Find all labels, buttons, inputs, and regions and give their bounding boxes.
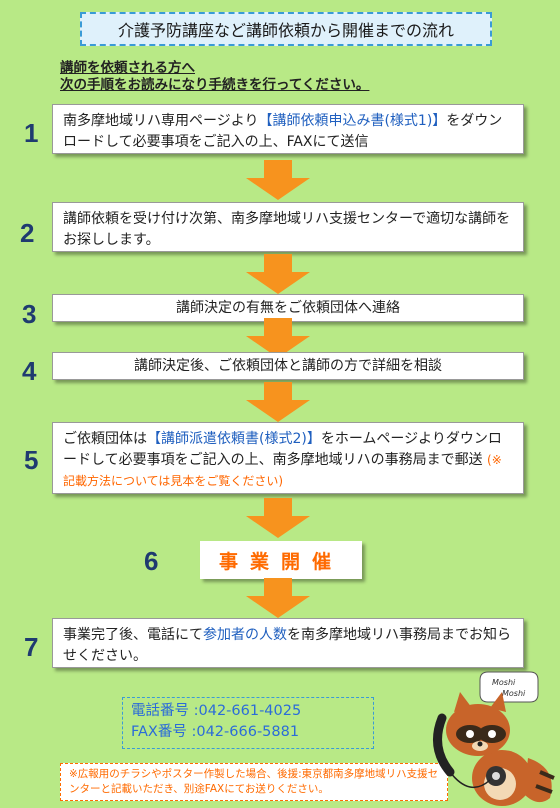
step-5-text-pre: ご依頼団体は xyxy=(63,431,147,447)
svg-text:Moshi: Moshi xyxy=(502,689,526,698)
step-5-form-link[interactable]: 【講師派遣依頼書(様式2)】 xyxy=(147,431,321,447)
step-7-text-post: を南多摩地域リハ事務局までお知らせください。 xyxy=(63,627,511,664)
fax-number: FAX番号 :042-666-5881 xyxy=(131,724,300,740)
contact-box: 電話番号 :042-661-4025 FAX番号 :042-666-5881 xyxy=(122,697,374,749)
step-4-text: 講師決定後、ご依頼団体と講師の方で詳細を相談 xyxy=(134,357,442,374)
step-2-text: 講師依頼を受け付け次第、南多摩地域リハ支援センターで適切な講師をお探しします。 xyxy=(63,211,511,248)
intro-line-1: 講師を依頼される方へ xyxy=(60,60,195,76)
arrow-down-icon xyxy=(246,498,310,538)
step-5-number: 5 xyxy=(24,445,39,475)
step-4-number: 4 xyxy=(22,356,37,386)
step-1-text-pre: 南多摩地域リハ専用ページより xyxy=(63,113,259,129)
step-3-text: 講師決定の有無をご依頼団体へ連絡 xyxy=(176,299,400,316)
step-6-text: 事業開催 xyxy=(218,550,343,573)
step-7-number: 7 xyxy=(24,632,39,662)
intro-text: 講師を依頼される方へ 次の手順をお読みになり手続きを行ってください。 xyxy=(60,60,369,94)
event-held-box: 事業開催 xyxy=(200,541,362,579)
step-1-form-link[interactable]: 【講師依頼申込み書(様式1)】 xyxy=(258,113,447,129)
arrow-down-icon xyxy=(246,160,310,200)
arrow-down-icon xyxy=(246,254,310,294)
step-2-number: 2 xyxy=(20,218,35,248)
phone-number[interactable]: 電話番号 :042-661-4025 xyxy=(131,703,302,719)
arrow-down-icon xyxy=(246,318,310,358)
step-7-box: 事業完了後、電話にて参加者の人数を南多摩地域リハ事務局までお知らせください。 xyxy=(52,618,524,668)
step-3-number: 3 xyxy=(22,299,37,329)
svg-text:Moshi: Moshi xyxy=(492,678,516,687)
page-title: 介護予防講座など講師依頼から開催までの流れ xyxy=(80,12,492,46)
step-3-box: 講師決定の有無をご依頼団体へ連絡 xyxy=(52,294,524,322)
step-5-text-post: をホームページよりダウンロードして必要事項をご記入の上、南多摩地域リハの事務局ま… xyxy=(63,431,502,468)
step-5-note: (※記載方法については見本をご覧ください) xyxy=(63,453,502,488)
step-4-box: 講師決定後、ご依頼団体と講師の方で詳細を相談 xyxy=(52,352,524,380)
step-2-box: 講師依頼を受け付け次第、南多摩地域リハ支援センターで適切な講師をお探しします。 xyxy=(52,202,524,252)
arrow-down-icon xyxy=(246,578,310,618)
step-5-box: ご依頼団体は【講師派遣依頼書(様式2)】をホームページよりダウンロードして必要事… xyxy=(52,422,524,494)
step-7-text-pre: 事業完了後、電話にて xyxy=(63,627,203,643)
raccoon-mascot-icon: Moshi Moshi xyxy=(433,671,555,806)
step-7-participants-count: 参加者の人数 xyxy=(203,627,287,643)
step-1-text-post: をダウンロードして必要事項をご記入の上、FAXにて送信 xyxy=(63,113,503,150)
step-1-number: 1 xyxy=(24,118,39,148)
page-title-text: 介護予防講座など講師依頼から開催までの流れ xyxy=(117,21,454,40)
footnote-box: ※広報用のチラシやポスター作製した場合、後援:東京都南多摩地域リハ支援センターと… xyxy=(60,763,448,801)
intro-line-2: 次の手順をお読みになり手続きを行ってください。 xyxy=(60,77,370,93)
footnote-text: ※広報用のチラシやポスター作製した場合、後援:東京都南多摩地域リハ支援センターと… xyxy=(69,768,439,795)
step-6-number: 6 xyxy=(144,546,159,576)
step-1-box: 南多摩地域リハ専用ページより【講師依頼申込み書(様式1)】をダウンロードして必要… xyxy=(52,104,524,154)
arrow-down-icon xyxy=(246,382,310,422)
